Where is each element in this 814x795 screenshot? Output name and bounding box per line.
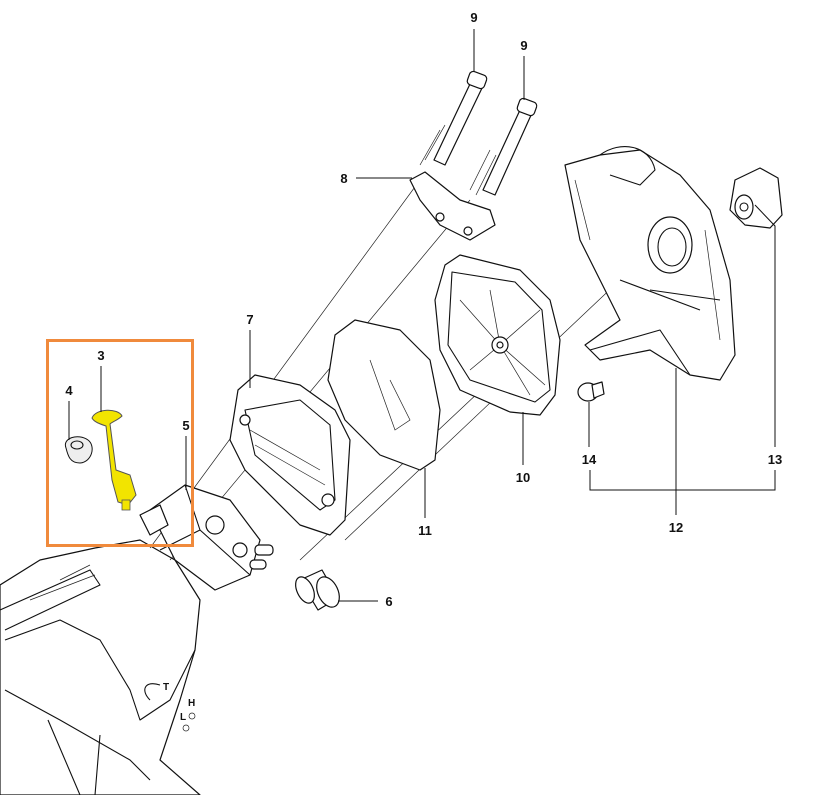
knob-part-13 bbox=[729, 167, 783, 229]
callout-5: 5 bbox=[182, 418, 189, 433]
air-filter-part-10 bbox=[434, 254, 561, 416]
pre-filter-part-11 bbox=[327, 319, 441, 471]
plug-part-14 bbox=[577, 381, 605, 402]
callout-14: 14 bbox=[582, 452, 597, 467]
engine-housing: T H L bbox=[0, 539, 201, 795]
callout-8: 8 bbox=[340, 171, 347, 186]
callout-13: 13 bbox=[768, 452, 782, 467]
callout-4: 4 bbox=[65, 383, 73, 398]
highlight-box bbox=[46, 339, 194, 547]
filter-holder-part-7 bbox=[229, 374, 351, 536]
choke-lever-part-3 bbox=[91, 409, 137, 511]
screw-part-9a bbox=[419, 70, 488, 166]
carburetor bbox=[139, 484, 274, 591]
callout-3: 3 bbox=[97, 348, 104, 363]
engine-marking-t: T bbox=[163, 682, 169, 693]
callout-10: 10 bbox=[516, 470, 530, 485]
leader-lines bbox=[68, 29, 776, 602]
screw-part-9b bbox=[469, 97, 538, 196]
callout-6: 6 bbox=[385, 594, 392, 609]
air-filter-cover-part-12 bbox=[564, 146, 736, 381]
engine-marking-l: L bbox=[180, 712, 186, 723]
primer-bulb-part-4 bbox=[64, 436, 93, 464]
bracket-part-8 bbox=[409, 171, 496, 241]
callout-12: 12 bbox=[669, 520, 683, 535]
engine-marking-h: H bbox=[188, 698, 195, 709]
spacer-part-6 bbox=[295, 569, 340, 611]
callout-11: 11 bbox=[418, 523, 432, 538]
callout-7: 7 bbox=[246, 312, 253, 327]
callout-9b: 9 bbox=[520, 38, 527, 53]
callout-9a: 9 bbox=[470, 10, 477, 25]
